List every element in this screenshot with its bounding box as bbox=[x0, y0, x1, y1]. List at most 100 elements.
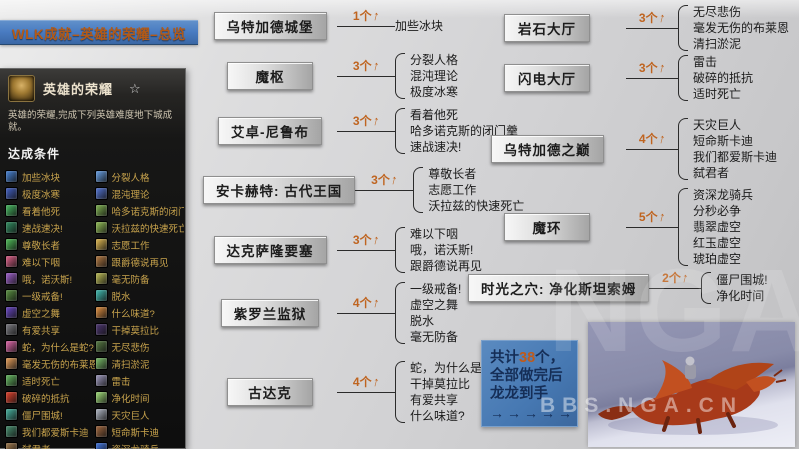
criteria-label: 速战速决! bbox=[22, 223, 63, 235]
star-icon: ☆ bbox=[129, 80, 141, 96]
connector-line: 5个↑ bbox=[626, 208, 678, 244]
achievement-item-list: 看着他死哈多诺克斯的闭门羹速战速决! bbox=[410, 107, 518, 155]
connector-hline bbox=[337, 76, 395, 77]
achievement-icon bbox=[94, 204, 108, 217]
bracket-shape bbox=[678, 118, 688, 180]
achievement-count: 4个↑ bbox=[352, 294, 381, 311]
achievement-item: 清扫淤泥 bbox=[693, 37, 742, 51]
achievement-item: 哈多诺克斯的闭门羹 bbox=[410, 124, 519, 138]
up-arrow-icon: ↑ bbox=[370, 294, 381, 311]
connector-hline bbox=[626, 28, 678, 29]
criteria-label: 难以下咽 bbox=[22, 257, 61, 269]
bracket-shape bbox=[701, 272, 712, 304]
criteria-label: 志愿工作 bbox=[111, 240, 150, 252]
criteria-label: 看着他死 bbox=[22, 206, 61, 218]
dungeon-name-box: 乌特加德城堡 bbox=[213, 12, 327, 40]
achievement-icon bbox=[94, 357, 108, 370]
criteria-item: 僵尸围城! bbox=[5, 406, 95, 423]
bracket-shape bbox=[413, 167, 424, 213]
achievement-icon bbox=[94, 323, 108, 336]
criteria-item: 短命斯卡迪 bbox=[94, 423, 185, 440]
dungeon-box-slot: 乌特加德城堡 bbox=[203, 12, 337, 40]
achievement-item: 资深龙骑兵 bbox=[693, 188, 754, 202]
achievement-item: 看着他死 bbox=[410, 108, 459, 122]
criteria-label: 虚空之舞 bbox=[22, 308, 61, 320]
dungeon-box-slot: 古达克 bbox=[203, 378, 337, 406]
achievement-item: 跟爵德说再见 bbox=[410, 259, 483, 273]
criteria-label: 短命斯卡迪 bbox=[111, 427, 160, 439]
bracket-shape bbox=[678, 55, 688, 101]
dungeon-box-slot: 紫罗兰监狱 bbox=[203, 299, 337, 327]
summary-line-3: 龙龙到手 bbox=[490, 385, 548, 402]
criteria-item: 难以下咽 bbox=[5, 253, 95, 270]
achievement-item: 无尽悲伤 bbox=[693, 5, 742, 19]
achievement-icon bbox=[5, 204, 18, 217]
connector-line: 3个↑ bbox=[337, 231, 395, 267]
achievement-item: 什么味道? bbox=[410, 409, 465, 423]
dungeon-name-box: 安卡赫特: 古代王国 bbox=[203, 176, 356, 204]
connector-line: 3个↑ bbox=[626, 9, 678, 45]
dungeon-name-box: 时光之穴: 净化斯坦索姆 bbox=[468, 274, 650, 302]
dungeon-box-slot: 魔环 bbox=[468, 213, 626, 241]
connector-hline bbox=[337, 392, 395, 393]
achievement-count: 4个↑ bbox=[638, 130, 667, 147]
criteria-item: 一级戒备! bbox=[5, 287, 95, 304]
connector-line: 3个↑ bbox=[355, 171, 414, 207]
criteria-item: 虚空之舞 bbox=[5, 304, 95, 321]
achievement-item: 翡翠虚空 bbox=[693, 220, 742, 234]
dungeon-name-box: 魔枢 bbox=[227, 62, 313, 90]
achievement-icon bbox=[94, 425, 108, 438]
criteria-item: 有爱共享 bbox=[5, 321, 95, 338]
achievement-item-list: 分裂人格混沌理论极度冰寒 bbox=[410, 52, 458, 100]
achievement-item: 难以下咽 bbox=[410, 227, 459, 241]
connector-hline bbox=[337, 26, 395, 27]
dungeon-group: 艾卓-尼鲁布 3个↑ 看着他死哈多诺克斯的闭门羹速战速决! bbox=[203, 107, 518, 155]
criteria-item: 加些冰块 bbox=[5, 168, 95, 185]
dungeon-name-box: 艾卓-尼鲁布 bbox=[218, 117, 322, 145]
achievement-icon bbox=[5, 374, 18, 387]
achievement-item-list: 加些冰块 bbox=[395, 18, 443, 34]
achievement-item-list: 难以下咽哦，诺沃斯!跟爵德说再见 bbox=[410, 226, 482, 274]
achievement-item: 蛇，为什么是蛇? bbox=[410, 361, 501, 375]
up-arrow-icon: ↑ bbox=[656, 59, 667, 76]
achievement-count: 3个↑ bbox=[352, 112, 381, 129]
criteria-item: 天灾巨人 bbox=[94, 406, 185, 423]
achievement-count: 3个↑ bbox=[352, 231, 381, 248]
criteria-label: 适时死亡 bbox=[22, 376, 61, 388]
dungeon-box-slot: 岩石大厅 bbox=[468, 14, 626, 42]
dungeon-box-slot: 安卡赫特: 古代王国 bbox=[203, 176, 356, 204]
achievement-icon bbox=[94, 391, 108, 404]
achievement-item: 毫无防备 bbox=[410, 330, 459, 344]
criteria-label: 有爱共享 bbox=[22, 325, 61, 337]
connector-hline bbox=[626, 149, 678, 150]
criteria-item: 适时死亡 bbox=[5, 372, 95, 389]
dungeon-name-box: 紫罗兰监狱 bbox=[220, 299, 320, 327]
dungeon-name-box: 乌特加德之巅 bbox=[490, 135, 604, 163]
connector-line: 4个↑ bbox=[337, 373, 395, 409]
connector-line: 4个↑ bbox=[337, 294, 395, 330]
achievement-title: 英雄的荣耀 bbox=[43, 82, 114, 97]
connector-hline bbox=[649, 288, 702, 289]
achievement-item: 加些冰块 bbox=[395, 19, 444, 33]
criteria-item: 看着他死 bbox=[5, 202, 95, 219]
criteria-label: 加些冰块 bbox=[22, 172, 61, 184]
criteria-item: 混沌理论 bbox=[94, 185, 185, 202]
bracket-shape bbox=[395, 53, 405, 99]
achievement-item: 速战速决! bbox=[410, 140, 462, 154]
criteria-item: 净化时间 bbox=[94, 389, 185, 406]
connector-line: 3个↑ bbox=[337, 112, 395, 148]
criteria-label: 破碎的抵抗 bbox=[22, 393, 70, 405]
achievement-item-list: 资深龙骑兵分秒必争翡翠虚空红玉虚空琥珀虚空 bbox=[693, 187, 753, 267]
up-arrow-icon: ↑ bbox=[656, 130, 667, 147]
up-arrow-icon: ↑ bbox=[680, 269, 691, 286]
connector-line: 3个↑ bbox=[337, 57, 395, 93]
achievement-panel: 英雄的荣耀 ☆ 英雄的荣耀,完成下列英雄难度地下城成就。 达成条件 加些冰块分裂… bbox=[0, 68, 186, 449]
